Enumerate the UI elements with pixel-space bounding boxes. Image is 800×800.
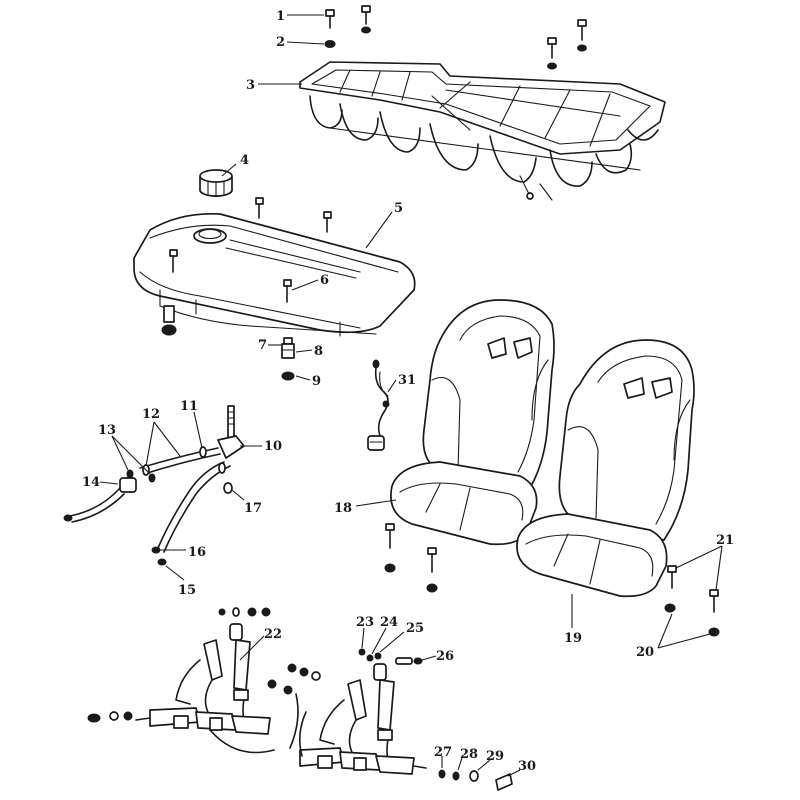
seat-bolt <box>664 565 677 613</box>
rack-bolt <box>361 5 371 34</box>
cargo-rack <box>299 61 666 201</box>
seat-belt-right <box>298 648 427 775</box>
callout-24: 24 <box>380 615 398 630</box>
callout-28: 28 <box>460 747 478 762</box>
callout-30: 30 <box>518 759 536 774</box>
callout-17: 17 <box>244 501 262 516</box>
fuel-tank <box>133 212 416 337</box>
seat-bolt <box>384 523 396 573</box>
rack-bolt <box>325 9 335 29</box>
callout-25: 25 <box>406 621 424 636</box>
callout-7: 7 <box>258 338 267 353</box>
callout-14: 14 <box>82 475 100 490</box>
callout-4: 4 <box>240 153 249 168</box>
callout-16: 16 <box>188 545 206 560</box>
callout-labels: 1 2 3 4 5 6 7 8 9 10 11 12 13 14 15 16 1… <box>82 9 734 774</box>
tank-bolt <box>283 279 292 303</box>
callout-21: 21 <box>716 533 734 548</box>
callout-18: 18 <box>334 501 352 516</box>
seat-bolt <box>708 589 720 637</box>
wire-sensor <box>367 359 390 451</box>
callout-11: 11 <box>180 399 198 414</box>
callout-31: 31 <box>398 373 416 388</box>
tank-fitting <box>161 305 177 336</box>
leader-lines <box>99 14 723 777</box>
rack-washer <box>324 40 336 48</box>
tank-bolt <box>323 211 332 233</box>
seat-bolt <box>426 547 438 593</box>
callout-27: 27 <box>434 745 452 760</box>
callout-6: 6 <box>320 273 329 288</box>
callout-20: 20 <box>636 645 654 660</box>
seat-right <box>516 339 695 598</box>
tank-bolt <box>169 249 178 273</box>
tank-bolt <box>255 197 264 219</box>
callout-10: 10 <box>264 439 282 454</box>
fuel-lines <box>63 405 245 566</box>
callout-2: 2 <box>276 35 285 50</box>
callout-8: 8 <box>314 344 323 359</box>
callout-19: 19 <box>564 631 582 646</box>
rack-bolt <box>547 37 557 70</box>
seat-belt-left <box>87 607 321 754</box>
callout-3: 3 <box>246 78 255 93</box>
callout-1: 1 <box>276 9 285 24</box>
callout-5: 5 <box>394 201 403 216</box>
callout-29: 29 <box>486 749 504 764</box>
belt-hardware <box>438 769 513 791</box>
callout-22: 22 <box>264 627 282 642</box>
fuel-cap <box>199 169 233 197</box>
callout-15: 15 <box>178 583 196 598</box>
rack-bolt <box>577 19 587 52</box>
callout-9: 9 <box>312 374 321 389</box>
callout-23: 23 <box>356 615 374 630</box>
callout-13: 13 <box>98 423 116 438</box>
fitting-nut <box>281 371 295 381</box>
callout-26: 26 <box>436 649 454 664</box>
fuel-fitting <box>281 337 295 359</box>
callout-12: 12 <box>142 407 160 422</box>
seat-left <box>390 299 555 546</box>
